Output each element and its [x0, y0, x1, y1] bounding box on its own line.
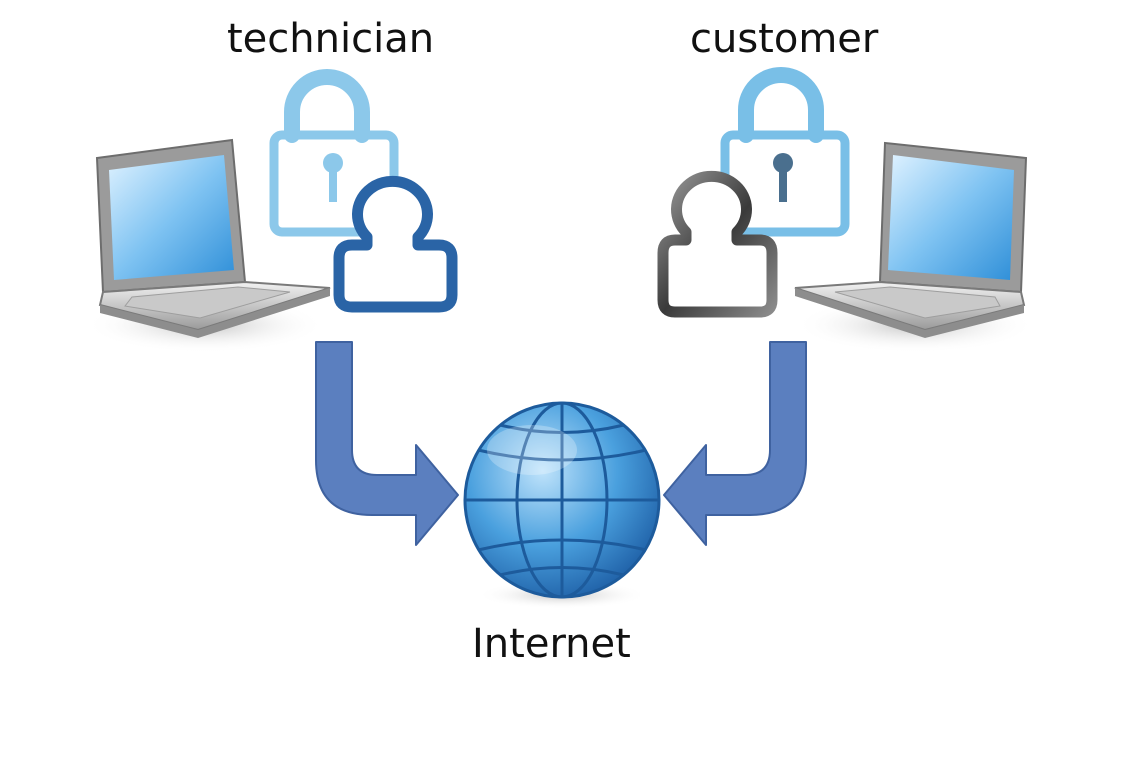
right-laptop-icon [794, 141, 1035, 353]
left-arrow-icon [315, 341, 459, 546]
technician-user-icon [333, 175, 458, 313]
right-arrow-icon [663, 341, 807, 546]
left-laptop-icon [85, 138, 331, 353]
customer-label: customer [690, 16, 879, 62]
globe-icon [463, 401, 661, 609]
customer-user-icon [657, 170, 778, 318]
technician-label: technician [227, 16, 435, 62]
internet-label: Internet [472, 621, 631, 667]
